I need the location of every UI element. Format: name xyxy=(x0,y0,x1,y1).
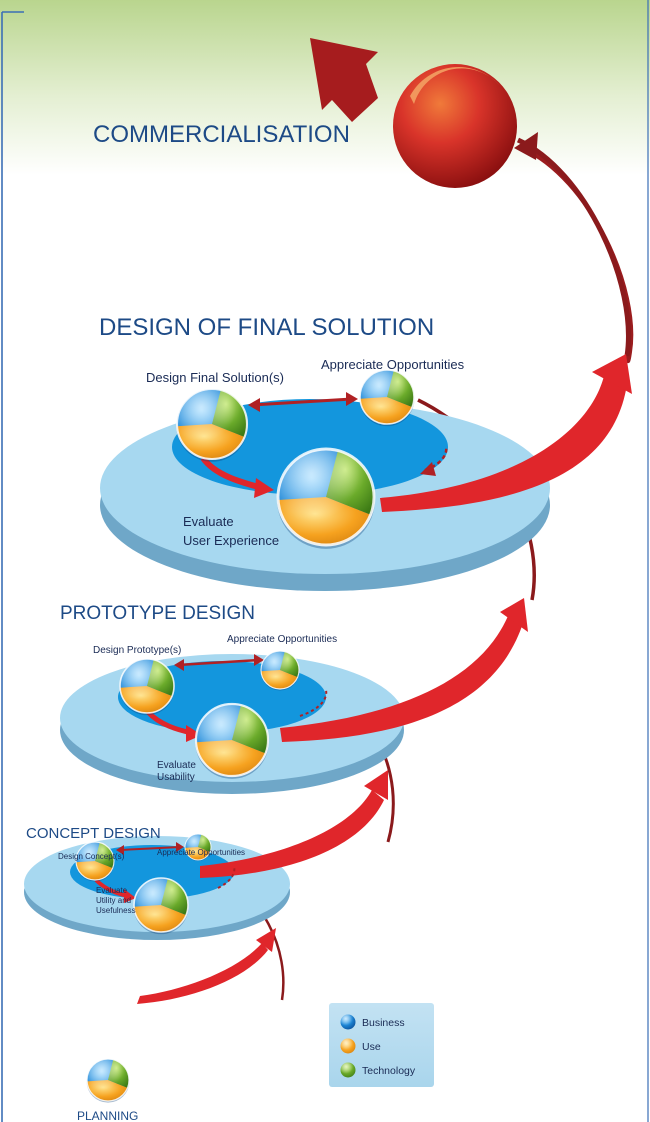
globe-evaluate-concept xyxy=(133,877,189,935)
prototype-cycle-arrows xyxy=(146,654,328,742)
arrow-head-planning xyxy=(256,928,276,952)
commercialisation-ball xyxy=(393,64,517,188)
arc-head-commercialisation xyxy=(514,132,538,160)
label-appreciate-concept: Appreciate Opportunities xyxy=(157,848,245,857)
legend-item-business: Business xyxy=(340,1014,405,1030)
concept-cycle-arrows xyxy=(94,842,236,903)
arc-to-commercialisation-line xyxy=(516,137,631,357)
arrow-final-to-commercialisation xyxy=(380,376,626,512)
arrow-prototype-to-final xyxy=(280,616,522,742)
label-evaluate-final-1: Evaluate xyxy=(183,514,234,529)
arrow-head-prototype xyxy=(500,598,528,632)
globe-evaluate-final xyxy=(276,447,376,549)
label-appreciate-prototype: Appreciate Opportunities xyxy=(227,634,337,645)
final-cycle-arrows xyxy=(200,392,448,498)
label-evaluate-final-2: User Experience xyxy=(183,533,279,548)
label-design-concept: Design Concept(s) xyxy=(58,852,125,861)
green-ball-icon xyxy=(340,1062,356,1078)
heading-prototype-design: PROTOTYPE DESIGN xyxy=(60,603,255,624)
legend-label-technology: Technology xyxy=(362,1065,416,1077)
exit-arrow xyxy=(310,38,378,122)
label-evaluate-concept-3: Usefulness xyxy=(96,906,136,915)
label-design-prototype: Design Prototype(s) xyxy=(93,645,181,656)
label-evaluate-concept-2: Utility and xyxy=(96,896,131,905)
legend-label-business: Business xyxy=(362,1017,405,1029)
blue-ball-icon xyxy=(340,1014,356,1030)
arrow-planning-to-concept xyxy=(137,943,268,1004)
label-evaluate-prototype-2: Usability xyxy=(157,772,195,783)
heading-concept-design: CONCEPT DESIGN xyxy=(26,825,161,842)
label-design-final-solution: Design Final Solution(s) xyxy=(146,370,284,385)
globe-planning xyxy=(86,1058,130,1103)
legend-box xyxy=(329,1003,434,1087)
orange-ball-icon xyxy=(340,1038,356,1054)
legend-item-technology: Technology xyxy=(340,1062,416,1078)
globe-design-concept xyxy=(75,841,115,882)
arrow-head-concept xyxy=(364,770,388,800)
globe-appreciate-prototype xyxy=(260,650,300,691)
arrow-concept-to-prototype xyxy=(200,790,384,878)
heading-commercialisation: COMMERCIALISATION xyxy=(93,121,350,148)
heading-planning: PLANNING xyxy=(77,1109,138,1122)
globe-evaluate-prototype xyxy=(194,702,270,779)
heading-final-solution: DESIGN OF FINAL SOLUTION xyxy=(99,314,434,341)
globe-appreciate-final xyxy=(359,369,415,427)
arrow-head-final xyxy=(592,354,632,394)
legend-label-use: Use xyxy=(362,1041,381,1053)
globe-appreciate-concept xyxy=(184,833,212,862)
label-evaluate-concept-1: Evaluate xyxy=(96,886,128,895)
label-evaluate-prototype-1: Evaluate xyxy=(157,760,196,771)
legend-item-use: Use xyxy=(340,1038,381,1054)
globe-design-prototype xyxy=(119,658,175,716)
label-appreciate-final: Appreciate Opportunities xyxy=(321,357,465,372)
globe-design-final xyxy=(175,387,249,462)
